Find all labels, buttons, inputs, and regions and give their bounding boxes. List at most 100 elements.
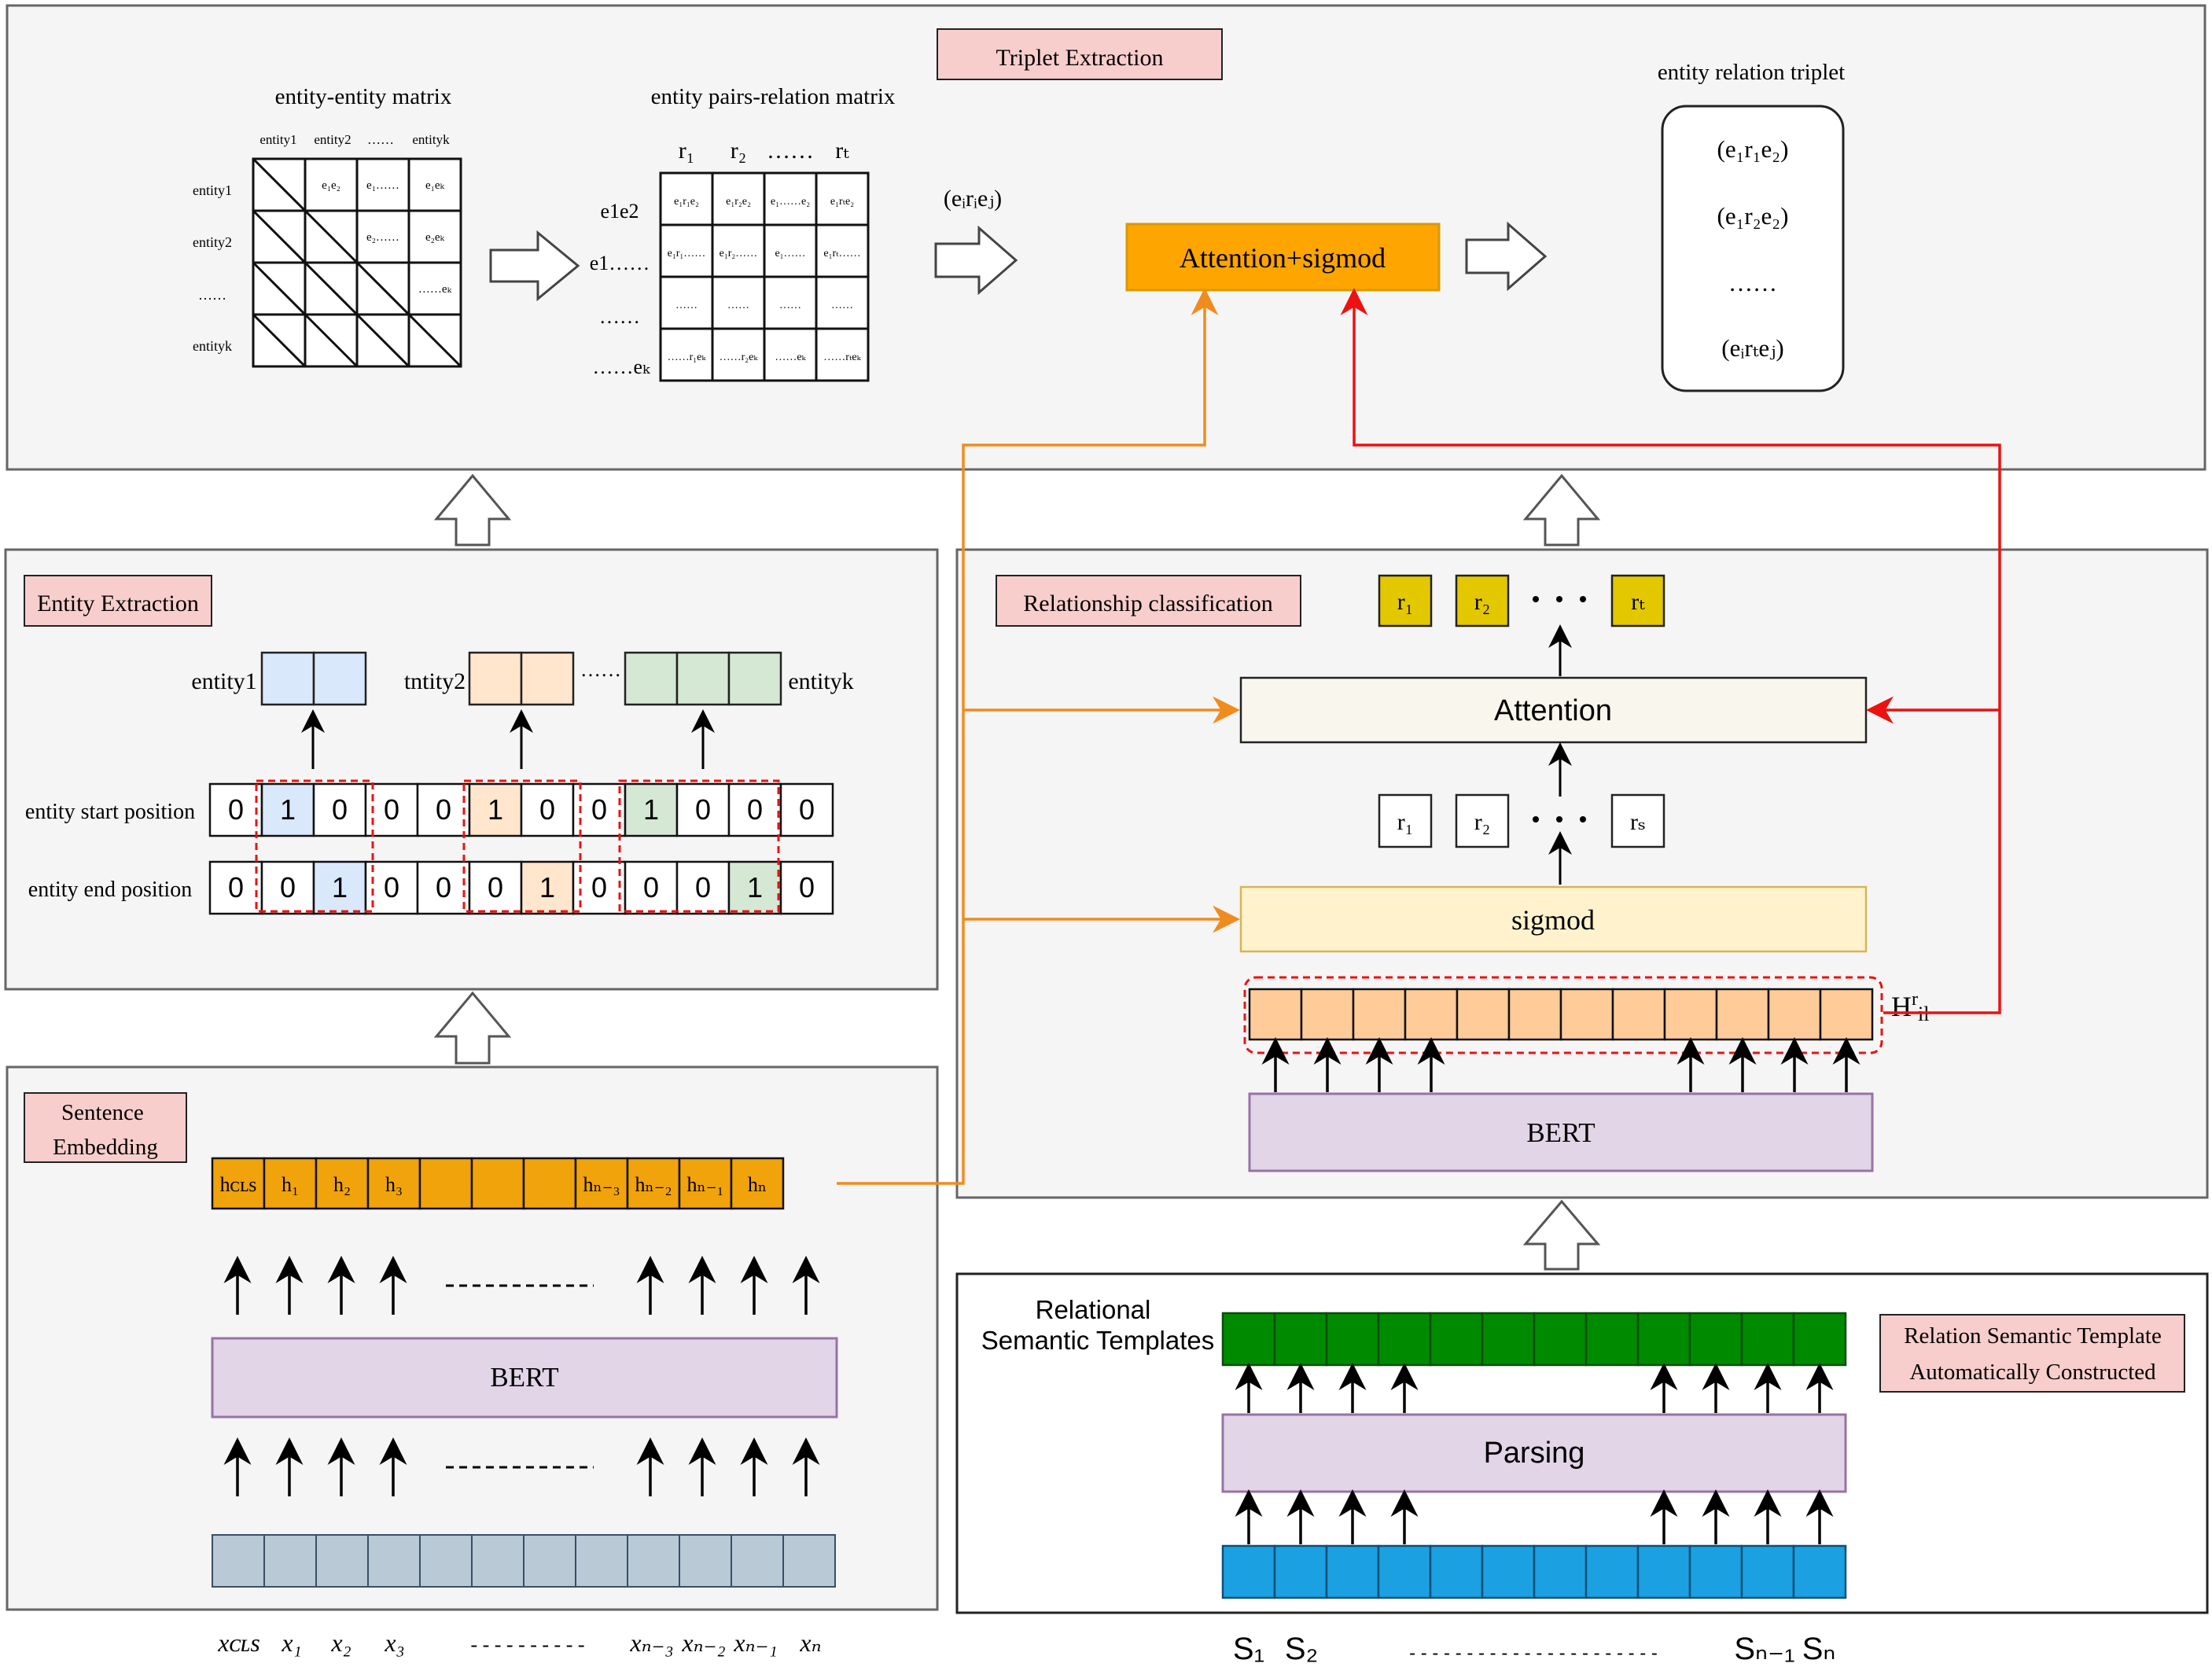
attention-label: Attention	[1494, 694, 1612, 727]
epr-cell-label: ……rₜeₖ	[823, 351, 861, 363]
entity-start-label: entity start position	[25, 800, 195, 824]
position-value: 0	[799, 871, 815, 903]
epr-cell-label: ……	[675, 300, 697, 311]
template-arrows	[1235, 1363, 1834, 1413]
template-token	[1584, 1312, 1640, 1367]
hril-token	[1248, 988, 1303, 1041]
x-token	[782, 1534, 836, 1588]
position-cell	[416, 860, 471, 915]
epr-cell	[815, 223, 870, 278]
hril-token	[1300, 988, 1355, 1041]
sigmod-label: sigmod	[1511, 904, 1595, 936]
epr-cell	[815, 327, 870, 382]
relation-bert-box	[1248, 1092, 1874, 1172]
ee-col-header: entityk	[412, 132, 450, 147]
epr-cell-label: ……	[779, 300, 801, 311]
x-arrows	[223, 1437, 820, 1496]
h-token	[211, 1157, 266, 1210]
x-token	[679, 1534, 732, 1588]
position-value: 0	[695, 871, 711, 903]
entity2-span	[462, 779, 582, 913]
position-cell	[624, 782, 679, 837]
hril-dashed-highlight	[1243, 976, 1883, 1054]
h-token-label: hₙ₋₂	[635, 1173, 672, 1196]
ee-cell-label: e₂……	[366, 231, 399, 244]
entity-end-label: entity end position	[28, 878, 192, 902]
sentence-token	[1636, 1544, 1691, 1599]
red-connector	[1340, 288, 2001, 1014]
sentence-token	[1273, 1544, 1328, 1599]
x-token-label: - - - - - - - - - -	[470, 1633, 584, 1656]
ee-cell-label: ……eₖ	[418, 283, 452, 296]
mid-rs-box	[1610, 793, 1665, 848]
orange-connector	[837, 288, 1240, 1185]
position-value: 0	[332, 793, 348, 826]
top-rt-label: rₜ	[1631, 589, 1645, 615]
x-token-row	[212, 1534, 836, 1588]
template-token	[1325, 1312, 1380, 1367]
epr-row-header: e1e2	[600, 200, 639, 223]
entity-extraction-label: Entity Extraction	[37, 591, 199, 616]
template-token	[1636, 1312, 1691, 1367]
sentence-token	[1221, 1544, 1276, 1599]
template-token	[1429, 1312, 1484, 1367]
position-value: 0	[799, 793, 815, 826]
template-token	[1221, 1312, 1276, 1367]
ee-row-header: ……	[198, 287, 226, 303]
entity-span-highlights	[255, 779, 780, 913]
position-cell	[468, 860, 523, 915]
ee-diagonal	[252, 261, 307, 316]
mid-r1-box	[1378, 793, 1433, 848]
position-cell	[468, 782, 523, 837]
relationship-classification-label-box	[996, 575, 1301, 627]
entityk-span	[618, 779, 780, 913]
position-value: 0	[436, 871, 451, 903]
position-cell	[727, 782, 782, 837]
x-token	[471, 1534, 524, 1588]
x-token-label: xₙ₋₃	[629, 1628, 673, 1657]
epr-row-header: ……	[599, 305, 640, 328]
epr-cell-label: e₁……e₂	[771, 196, 810, 208]
epr-cell	[659, 275, 714, 330]
ee-cell-label: e₁eₖ	[425, 179, 445, 192]
position-value: 1	[488, 793, 503, 826]
hollow-arrow-3	[1465, 221, 1548, 292]
mid-relation-boxes: r₁ r₂ rₛ	[1378, 793, 1665, 848]
entity-pairs-relation-matrix-title: entity pairs-relation matrix	[651, 84, 896, 109]
attention-sigmod-box	[1125, 223, 1441, 292]
x-token	[523, 1534, 576, 1588]
mid-r2-box	[1455, 793, 1510, 848]
hril-token	[1767, 988, 1822, 1041]
template-label-box	[1879, 1314, 2185, 1393]
sentence-arrows	[1235, 1489, 1834, 1544]
template-token-row	[1221, 1312, 1847, 1367]
x-token	[419, 1534, 473, 1588]
top-r2-label: r₂	[1474, 589, 1490, 615]
x-token	[627, 1534, 680, 1588]
sentence-bert-box	[211, 1337, 838, 1419]
sentence-token	[1481, 1544, 1536, 1599]
h-token-label: hᴄʟѕ	[220, 1173, 257, 1196]
x-token-label: xₙ₋₁	[733, 1628, 777, 1657]
attention-sigmod-label: Attention+sigmod	[1180, 242, 1386, 274]
hril-token	[1663, 988, 1718, 1041]
epr-cell	[763, 327, 818, 382]
triplet-extraction-label-box	[937, 28, 1223, 80]
sentence-bert-label: BERT	[490, 1362, 558, 1393]
epr-col-header: rₜ	[835, 138, 849, 164]
position-cell	[779, 782, 834, 837]
sentence-token-row	[1221, 1544, 1847, 1599]
position-value: 0	[695, 793, 711, 826]
template-label-line1: Relation Semantic Template	[1904, 1323, 2162, 1349]
relation-template-panel	[955, 1272, 2209, 1614]
attention-box	[1239, 676, 1868, 744]
hril-token	[1404, 988, 1459, 1041]
hollow-up-arrow-left-1	[433, 473, 512, 546]
position-value: 0	[488, 871, 503, 903]
mid-r2-label: r₂	[1474, 809, 1490, 835]
h-token-label: h₁	[282, 1173, 299, 1196]
x-token-label: x₂	[330, 1628, 351, 1657]
x-token-label: x₃	[384, 1628, 404, 1657]
